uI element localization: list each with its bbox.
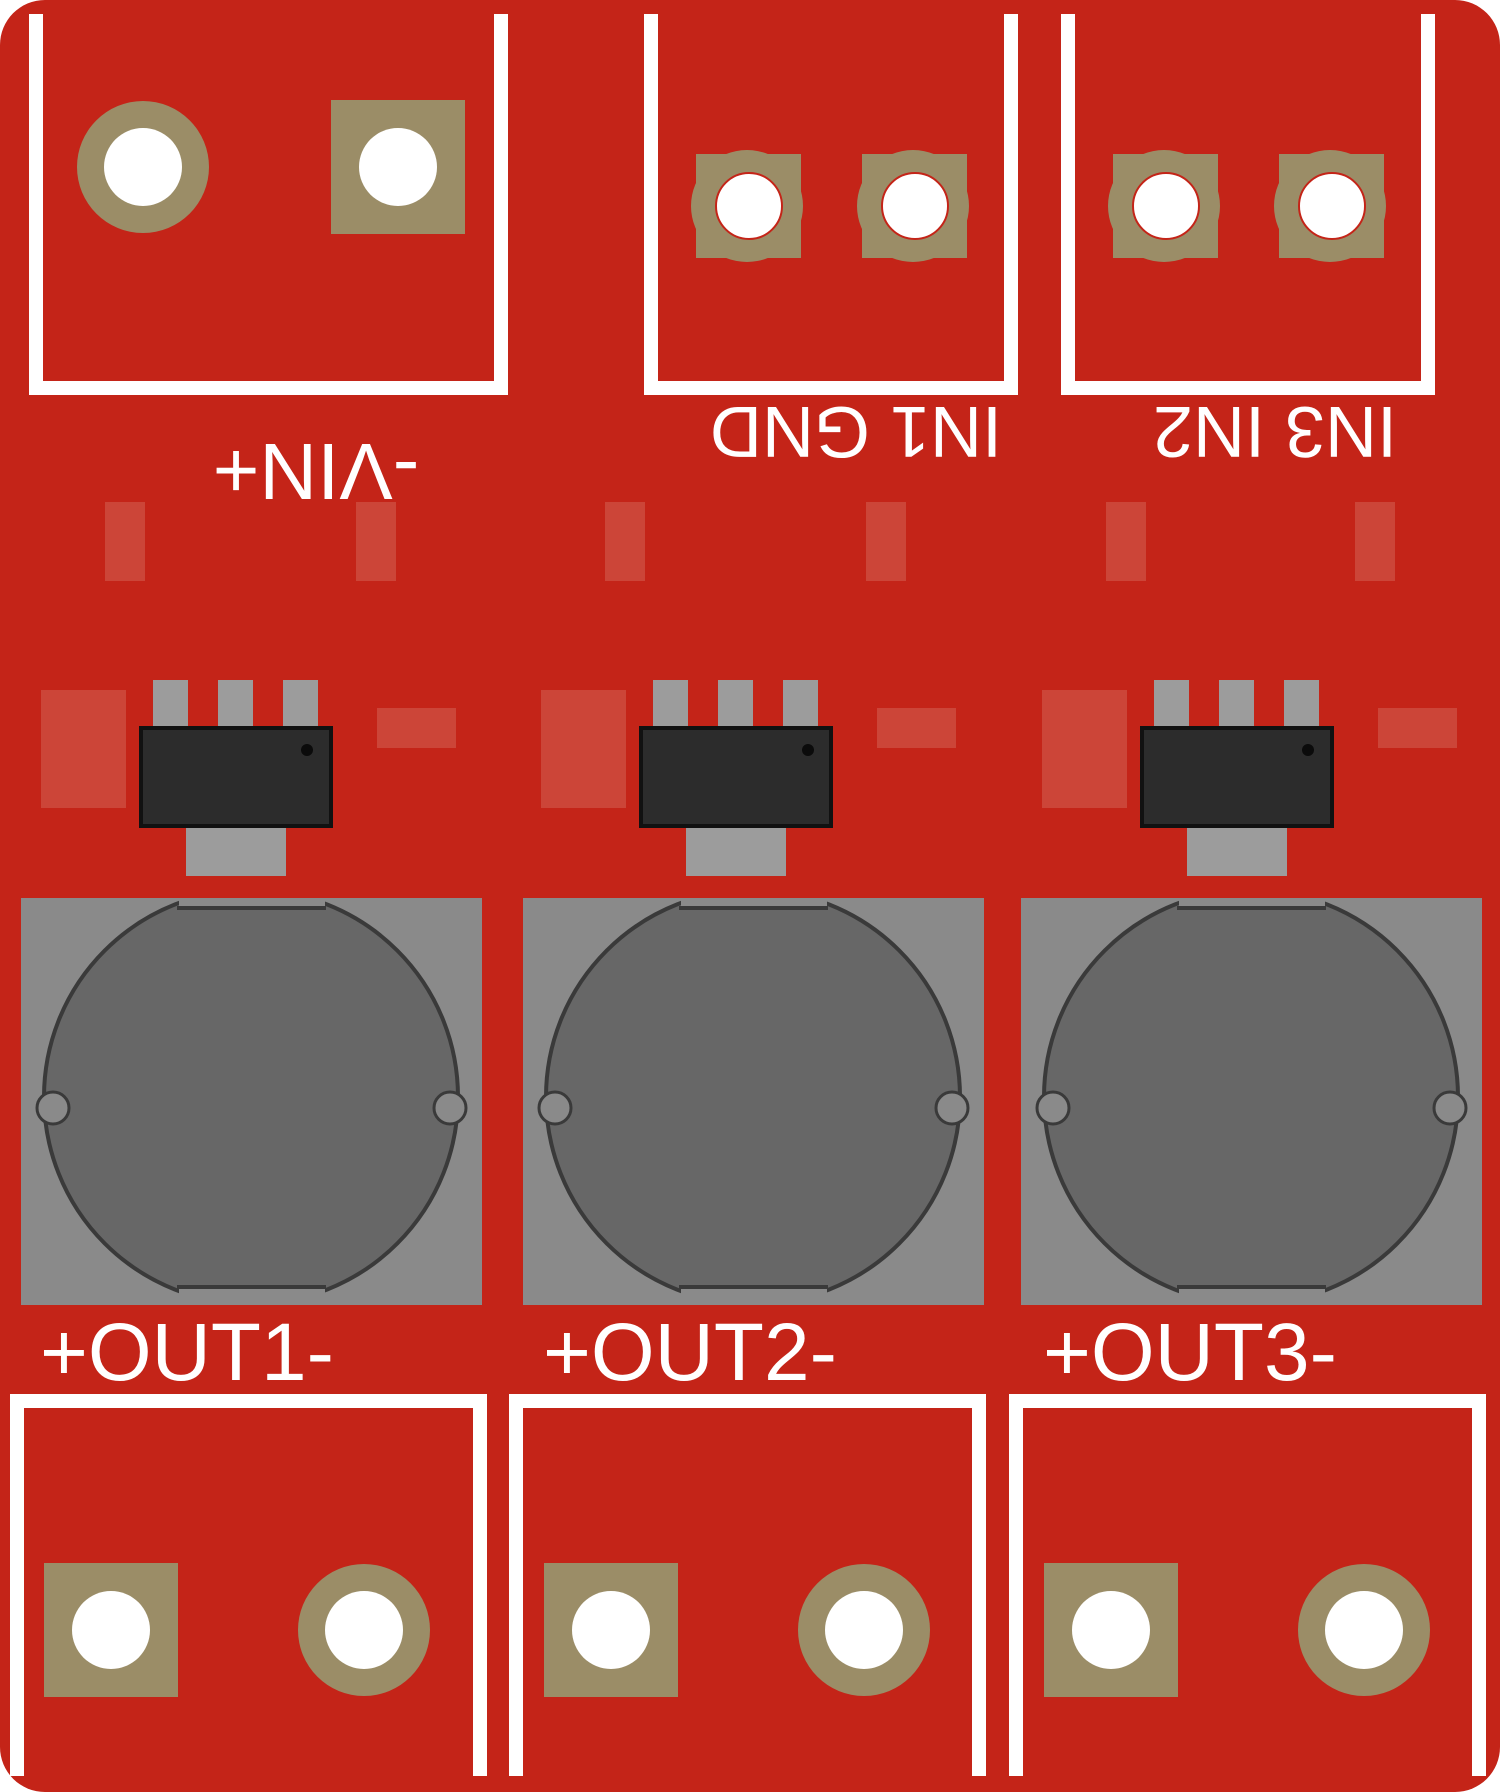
reg3-body xyxy=(1140,726,1334,828)
smd-pad xyxy=(605,502,645,581)
label-out3: +OUT3- xyxy=(1043,1307,1337,1398)
inductor-2 xyxy=(523,898,984,1305)
reg2-cap-pad-right xyxy=(877,708,956,748)
out2-drill-1 xyxy=(572,1591,650,1669)
reg3-cap-pad-right xyxy=(1378,708,1457,748)
in1-gnd-terminal xyxy=(644,14,1018,395)
smd-pad-row xyxy=(105,502,1395,581)
in1-drill-2 xyxy=(881,172,949,240)
reg1-cap-pad-left xyxy=(41,690,126,808)
in1-gnd-terminal-outline xyxy=(644,14,1018,395)
reg2-cap-pad-left xyxy=(541,690,626,808)
smd-pad xyxy=(866,502,906,581)
in3-in2-terminal-outline xyxy=(1061,14,1435,395)
reg3-pin1-dot xyxy=(1302,744,1314,756)
reg2-pin1-dot xyxy=(802,744,814,756)
out1-drill-2 xyxy=(325,1591,403,1669)
vin-drill-2 xyxy=(359,128,437,206)
reg1-lead xyxy=(153,680,188,732)
reg3-lead xyxy=(1284,680,1319,732)
out1-terminal xyxy=(10,1394,487,1776)
in3-drill-1 xyxy=(1132,172,1200,240)
reg3-lead xyxy=(1154,680,1189,732)
label-out2: +OUT2- xyxy=(543,1307,837,1398)
label-vin: -VIN+ xyxy=(213,427,420,516)
regulator-3 xyxy=(1042,680,1457,876)
vin-terminal xyxy=(29,14,508,395)
in3-in2-terminal xyxy=(1061,14,1435,395)
reg1-lead xyxy=(218,680,253,732)
inductor-3 xyxy=(1021,898,1482,1305)
out3-terminal xyxy=(1009,1394,1486,1776)
out1-terminal-outline xyxy=(10,1394,487,1776)
label-out1: +OUT1- xyxy=(40,1307,334,1398)
smd-pad xyxy=(105,502,145,581)
out2-terminal xyxy=(509,1394,986,1776)
label-in3-in2: IN3 IN2 xyxy=(1153,391,1397,471)
vin-drill-1 xyxy=(104,128,182,206)
reg2-body xyxy=(639,726,833,828)
reg1-lead xyxy=(283,680,318,732)
regulator-2 xyxy=(541,680,956,876)
smd-pad xyxy=(1106,502,1146,581)
vin-terminal-outline xyxy=(29,14,508,395)
inductor-1 xyxy=(21,898,482,1305)
in1-drill-1 xyxy=(715,172,783,240)
reg1-pin1-dot xyxy=(301,744,313,756)
out2-terminal-outline xyxy=(509,1394,986,1776)
smd-pad xyxy=(356,502,396,581)
reg2-lead xyxy=(653,680,688,732)
reg3-lead xyxy=(1219,680,1254,732)
reg2-lead xyxy=(718,680,753,732)
reg2-lead xyxy=(783,680,818,732)
reg3-cap-pad-left xyxy=(1042,690,1127,808)
in3-drill-2 xyxy=(1298,172,1366,240)
smd-pad xyxy=(1355,502,1395,581)
reg1-body xyxy=(139,726,333,828)
reg1-cap-pad-right xyxy=(377,708,456,748)
out1-drill-1 xyxy=(72,1591,150,1669)
out3-drill-1 xyxy=(1072,1591,1150,1669)
label-in1-gnd: IN1 GND xyxy=(710,391,1002,471)
out3-terminal-outline xyxy=(1009,1394,1486,1776)
regulator-1 xyxy=(41,680,456,876)
out3-drill-2 xyxy=(1325,1591,1403,1669)
out2-drill-2 xyxy=(825,1591,903,1669)
